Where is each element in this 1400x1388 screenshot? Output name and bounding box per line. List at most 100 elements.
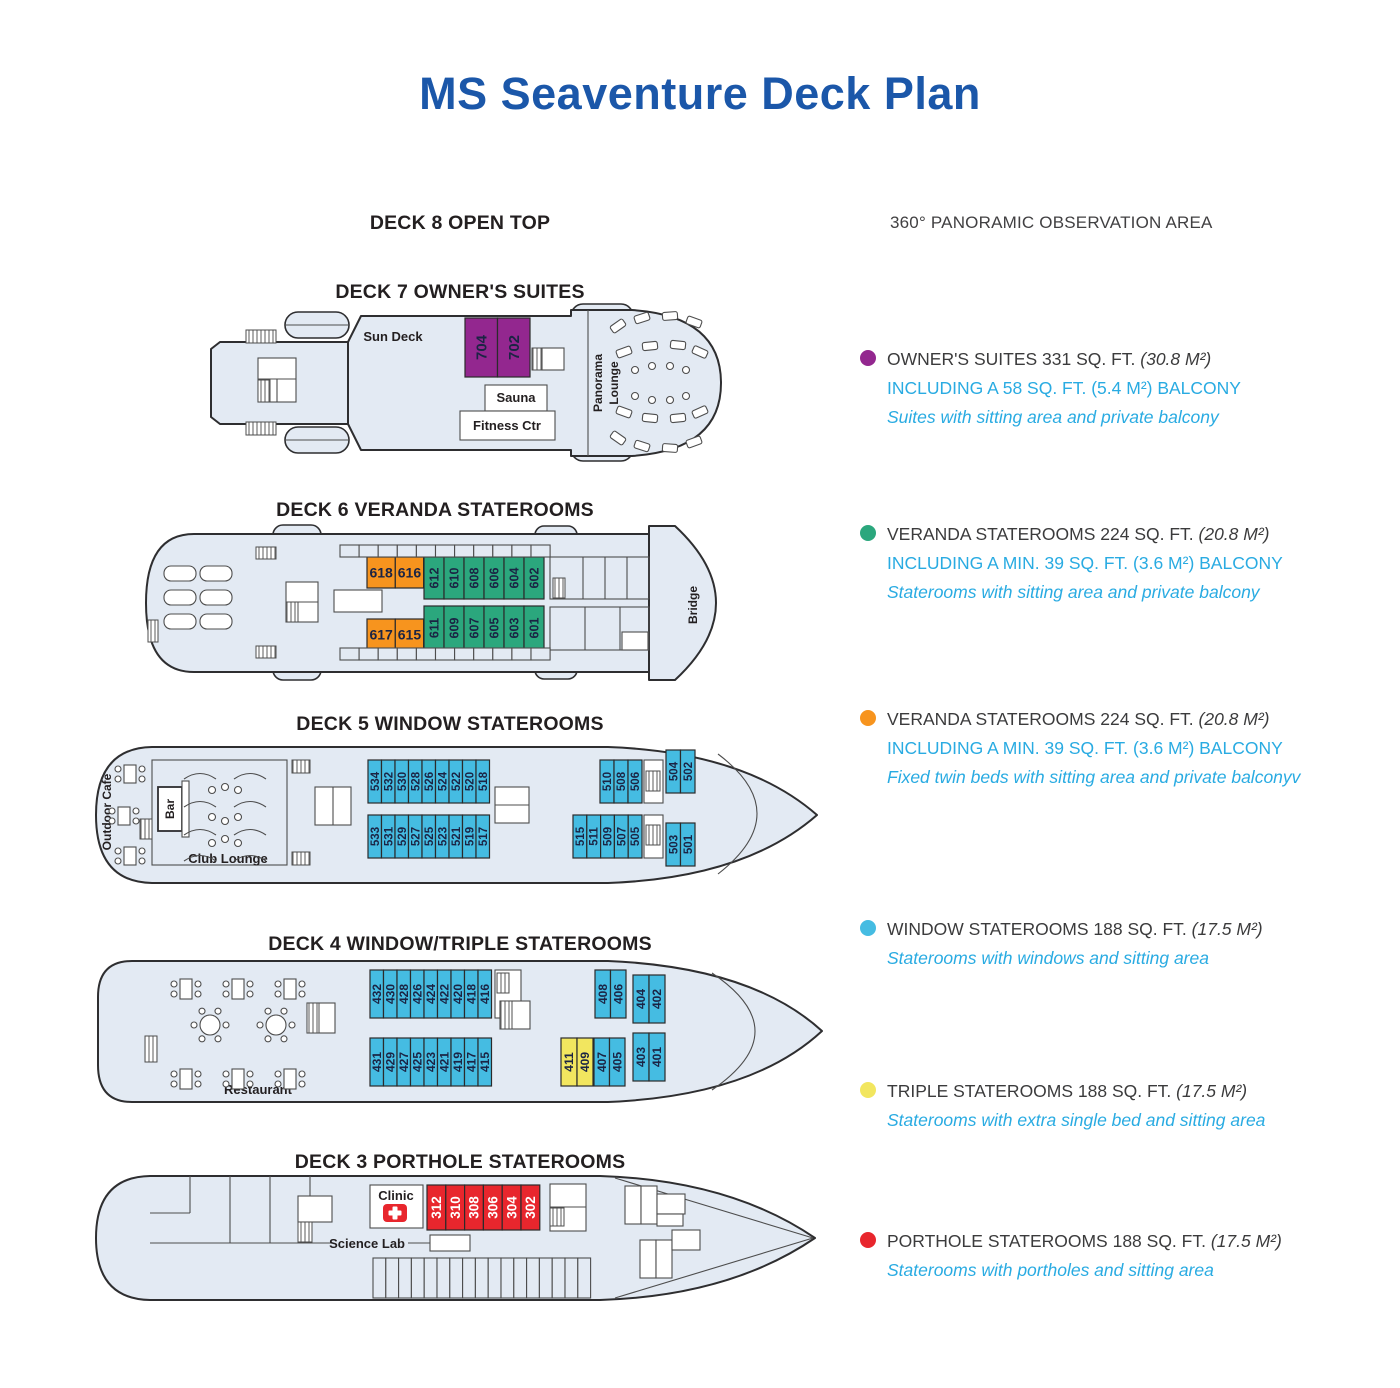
svg-text:501: 501: [683, 834, 695, 854]
stateroom-517: 517: [475, 814, 491, 859]
legend-title: TRIPLE STATEROOMS 188 SQ. FT. (17.5 M²): [887, 1081, 1248, 1101]
stateroom-308: 308: [464, 1184, 485, 1231]
stateroom-401: 401: [648, 1032, 666, 1082]
svg-text:526: 526: [424, 772, 436, 791]
svg-text:308: 308: [467, 1196, 482, 1219]
svg-text:407: 407: [595, 1052, 609, 1072]
page-title: MS Seaventure Deck Plan: [419, 68, 981, 119]
stateroom-418: 418: [463, 969, 479, 1019]
deck3-heading: DECK 3 PORTHOLE STATEROOMS: [294, 1151, 626, 1173]
stateroom-609: 609: [443, 605, 465, 651]
svg-text:519: 519: [464, 827, 476, 846]
stateroom-416: 416: [477, 969, 493, 1019]
panorama-lounge-label-line2: Lounge: [607, 361, 621, 405]
stateroom-526: 526: [421, 759, 437, 804]
svg-text:601: 601: [527, 618, 541, 639]
svg-text:529: 529: [397, 827, 409, 846]
bridge-label: Bridge: [686, 586, 700, 624]
stateroom-408: 408: [594, 969, 612, 1019]
stateroom-417: 417: [463, 1037, 479, 1087]
stateroom-310: 310: [445, 1184, 466, 1231]
deck5-interior: [291, 759, 664, 866]
legend-description: Staterooms with sitting area and private…: [887, 582, 1260, 602]
clinic-label: Clinic: [378, 1188, 413, 1203]
stateroom-405: 405: [608, 1037, 626, 1087]
stateroom-312: 312: [426, 1184, 447, 1231]
svg-text:405: 405: [610, 1052, 624, 1072]
svg-text:304: 304: [504, 1196, 519, 1219]
svg-text:612: 612: [427, 568, 441, 589]
club-lounge-label: Club Lounge: [188, 851, 267, 866]
deck7-heading: DECK 7 OWNER'S SUITES: [335, 281, 585, 303]
bar-label: Bar: [163, 799, 177, 819]
club-lounge-area: [139, 759, 288, 866]
stateroom-407: 407: [593, 1037, 611, 1087]
stateroom-617: 617: [366, 618, 396, 651]
deck5-bow-line: [717, 753, 758, 875]
stateroom-503: 503: [665, 822, 682, 867]
stateroom-519: 519: [461, 814, 477, 859]
legend-color-dot: [860, 710, 876, 726]
stateroom-506: 506: [627, 759, 643, 804]
svg-text:505: 505: [630, 826, 642, 846]
legend-description: Staterooms with portholes and sitting ar…: [887, 1260, 1214, 1280]
svg-text:416: 416: [478, 984, 492, 1004]
sauna-room: [484, 384, 548, 412]
svg-text:503: 503: [668, 835, 680, 854]
svg-text:611: 611: [427, 618, 441, 638]
stateroom-424: 424: [423, 969, 439, 1019]
stateroom-522: 522: [448, 759, 464, 804]
legend-color-dot: [860, 1232, 876, 1248]
stateroom-615: 615: [394, 618, 425, 651]
stateroom-504: 504: [665, 749, 682, 794]
stateroom-602: 602: [523, 556, 545, 600]
stateroom-431: 431: [369, 1037, 385, 1087]
svg-text:524: 524: [437, 771, 449, 791]
stateroom-525: 525: [421, 814, 437, 859]
science-lab-area: [408, 1234, 471, 1252]
svg-text:518: 518: [478, 771, 490, 791]
svg-text:523: 523: [437, 827, 449, 846]
stateroom-508: 508: [613, 759, 629, 804]
svg-text:608: 608: [467, 568, 481, 589]
svg-text:533: 533: [370, 827, 382, 846]
stateroom-427: 427: [396, 1037, 412, 1087]
svg-text:429: 429: [383, 1052, 397, 1072]
deck6-interior: [255, 546, 650, 659]
svg-text:428: 428: [397, 984, 411, 1004]
stateroom-302: 302: [520, 1184, 541, 1231]
legend-color-dot: [860, 350, 876, 366]
svg-text:509: 509: [603, 827, 615, 846]
svg-text:431: 431: [370, 1052, 384, 1072]
svg-text:615: 615: [398, 626, 422, 642]
svg-text:606: 606: [487, 568, 501, 589]
legend-balcony-note: INCLUDING A 58 SQ. FT. (5.4 M²) BALCONY: [887, 378, 1241, 398]
stateroom-507: 507: [613, 814, 629, 859]
stateroom-403: 403: [632, 1032, 650, 1082]
stateroom-521: 521: [448, 814, 464, 859]
stateroom-608: 608: [463, 556, 485, 600]
legend-item-1: OWNER'S SUITES 331 SQ. FT. (30.8 M²)INCL…: [860, 345, 1320, 432]
svg-text:534: 534: [370, 771, 382, 791]
legend-title: WINDOW STATEROOMS 188 SQ. FT. (17.5 M²): [887, 919, 1263, 939]
deck6-bridge-hull: [648, 525, 717, 681]
stateroom-406: 406: [609, 969, 627, 1019]
stateroom-603: 603: [503, 605, 525, 651]
legend-item-4: WINDOW STATEROOMS 188 SQ. FT. (17.5 M²)S…: [860, 915, 1320, 973]
svg-text:411: 411: [562, 1052, 576, 1072]
svg-text:425: 425: [410, 1052, 424, 1072]
svg-text:422: 422: [437, 984, 451, 1004]
svg-text:528: 528: [410, 771, 422, 791]
svg-text:403: 403: [634, 1047, 648, 1067]
svg-text:531: 531: [383, 826, 395, 846]
svg-text:702: 702: [506, 335, 523, 360]
legend-color-dot: [860, 525, 876, 541]
svg-text:604: 604: [507, 568, 521, 589]
deck8-heading: DECK 8 OPEN TOP: [369, 212, 551, 234]
svg-text:508: 508: [616, 771, 628, 791]
stateroom-520: 520: [461, 759, 477, 804]
legend-item-2: VERANDA STATEROOMS 224 SQ. FT. (20.8 M²)…: [860, 520, 1320, 607]
stateroom-704: 704: [464, 317, 499, 378]
stateroom-404: 404: [632, 974, 650, 1024]
stateroom-527: 527: [407, 814, 423, 859]
